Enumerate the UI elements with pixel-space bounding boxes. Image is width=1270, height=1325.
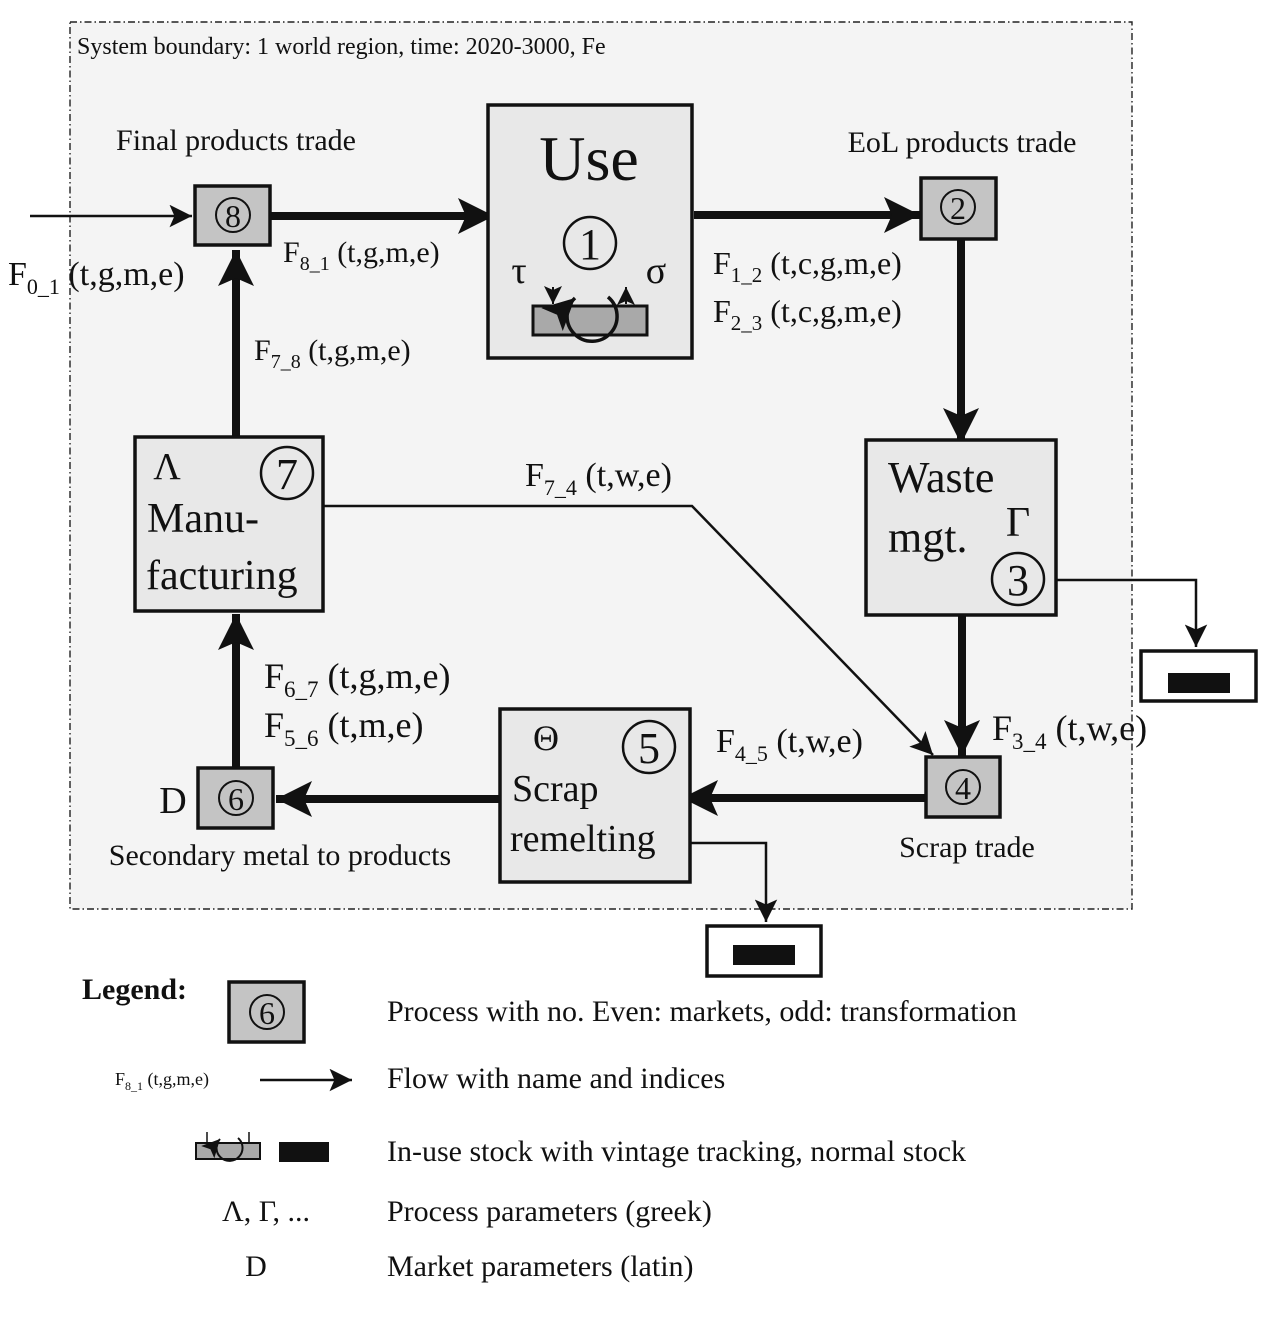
flow-label-f1-2: F1_2 (t,c,g,m,e): [713, 245, 902, 287]
label-secondary-metal: Secondary metal to products: [109, 839, 451, 872]
legend-process-number: 6: [259, 995, 275, 1031]
process-secondary-metal: 6: [196, 766, 275, 830]
waste-mgt-line1: Waste: [888, 453, 994, 502]
process-final-products-trade: 8: [193, 184, 272, 247]
process-number-6: 6: [228, 781, 244, 817]
landfill-stock: [1139, 649, 1258, 703]
param-sigma: σ: [646, 250, 666, 292]
process-number-7: 7: [276, 450, 298, 499]
flow-label-f6-7: F6_7 (t,g,m,e): [264, 656, 451, 702]
manufacturing-line1: Manu-: [147, 496, 259, 542]
param-d: D: [159, 780, 186, 822]
manufacturing-line2: facturing: [146, 553, 298, 599]
legend-normal-stock-icon: [279, 1142, 329, 1162]
process-number-5: 5: [638, 724, 660, 773]
scrap-remelting-line1: Scrap: [512, 768, 599, 810]
param-tau: τ: [511, 250, 526, 292]
process-use: Use 1 τ σ: [486, 103, 694, 360]
process-scrap-remelting: Θ 5 Scrap remelting: [498, 707, 692, 884]
legend-latin-symbol: D: [245, 1250, 267, 1283]
flow-label-f0-1: F0_1 (t,g,m,e): [8, 256, 185, 299]
legend-title: Legend:: [82, 973, 187, 1006]
process-number-2: 2: [950, 190, 966, 226]
label-scrap-trade: Scrap trade: [899, 831, 1035, 864]
legend-process-text: Process with no. Even: markets, odd: tra…: [387, 995, 1017, 1028]
process-scrap-trade: 4: [924, 755, 1002, 819]
slag-stock: [705, 924, 823, 978]
legend-latin-text: Market parameters (latin): [387, 1250, 694, 1283]
waste-mgt-line2: mgt.: [888, 513, 967, 562]
process-eol-products-trade: 2: [919, 176, 998, 241]
flow-label-f7-8: F7_8 (t,g,m,e): [254, 334, 411, 373]
param-theta: Θ: [533, 718, 559, 758]
process-waste-mgt: Waste mgt. Γ 3: [864, 438, 1058, 617]
legend-greek-text: Process parameters (greek): [387, 1195, 712, 1228]
process-number-8: 8: [225, 198, 241, 234]
label-final-products-trade: Final products trade: [116, 124, 356, 157]
flow-label-f4-5: F4_5 (t,w,e): [716, 723, 863, 766]
flow-remelting-to-stock-arrow: [691, 841, 778, 922]
flow-label-f3-4: F3_4 (t,w,e): [992, 708, 1147, 754]
process-manufacturing: Λ 7 Manu- facturing: [133, 435, 325, 613]
legend-in-use-stock-icon: [195, 1132, 261, 1162]
in-use-stock-icon: [531, 286, 649, 344]
flow-f7-4-arrow: [322, 504, 934, 756]
label-eol-products-trade: EoL products trade: [848, 126, 1077, 159]
process-number-1: 1: [579, 220, 601, 269]
flow-label-f2-3: F2_3 (t,c,g,m,e): [713, 293, 902, 335]
flow-label-f7-4: F7_4 (t,w,e): [525, 457, 672, 500]
flow-label-f8-1: F8_1 (t,g,m,e): [283, 236, 440, 275]
legend-flow-text: Flow with name and indices: [387, 1062, 725, 1095]
legend-flow-sample: F8_1 (t,g,m,e): [115, 1069, 209, 1093]
legend-greek-symbol: Λ, Γ, ...: [222, 1195, 310, 1228]
process-number-3: 3: [1007, 556, 1029, 605]
flow-waste-to-stock-arrow: [1056, 578, 1208, 647]
system-boundary-label: System boundary: 1 world region, time: 2…: [77, 34, 606, 60]
flow-label-f5-6: F5_6 (t,m,e): [264, 705, 424, 751]
param-lambda: Λ: [153, 446, 181, 488]
param-gamma: Γ: [1006, 500, 1030, 546]
process-number-1-circle: [562, 215, 618, 271]
process-number-4: 4: [955, 770, 971, 806]
process-use-title: Use: [539, 123, 639, 194]
legend-process-sample: 6: [227, 980, 306, 1044]
scrap-remelting-line2: remelting: [510, 818, 656, 860]
legend-stock-text: In-use stock with vintage tracking, norm…: [387, 1135, 966, 1168]
